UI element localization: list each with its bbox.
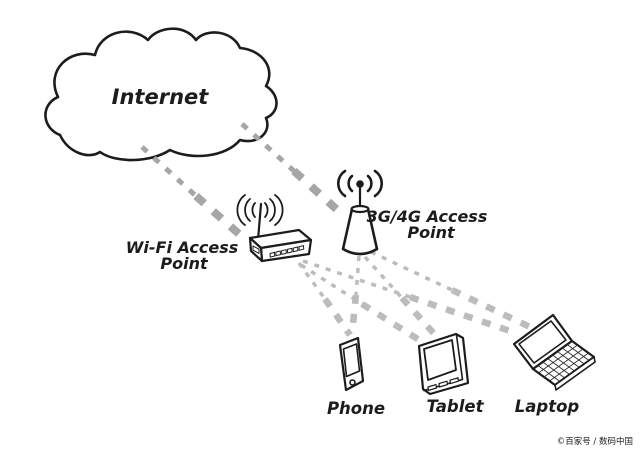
- dashed-link-segment: [297, 261, 327, 301]
- phone-home-button: [349, 379, 356, 386]
- connection-wifi-laptop: [302, 259, 518, 337]
- wifi-access-point: [236, 194, 313, 263]
- dashed-link-segment: [300, 263, 363, 306]
- connection-wifi-tablet: [300, 263, 426, 346]
- dashed-link-segment: [354, 255, 361, 296]
- dashed-link-segment: [193, 193, 250, 244]
- router-ports: [269, 245, 305, 258]
- dashed-link-segment: [363, 255, 404, 300]
- watermark: ©百家号 / 数码中国: [557, 436, 633, 447]
- phone-screen: [342, 343, 361, 378]
- wifi-ap-label-line1: Wi-Fi Access: [126, 238, 239, 257]
- laptop-device: [512, 313, 596, 391]
- dashed-link-segment: [370, 250, 453, 292]
- tablet-screen: [423, 339, 457, 381]
- dashed-link-segment: [450, 287, 534, 331]
- connection-cellular-phone: [348, 255, 361, 334]
- dashed-link-segment: [291, 168, 347, 219]
- phone-device: [338, 336, 365, 392]
- cellular-ap-label-line2: Point: [407, 223, 456, 242]
- phone-label: Phone: [327, 399, 385, 418]
- dashed-link-segment: [360, 301, 426, 346]
- dashed-link-segment: [408, 293, 518, 337]
- dashed-link-segment: [302, 259, 411, 299]
- internet-cloud: [44, 27, 278, 162]
- wifi-waves-icon: [236, 194, 284, 226]
- laptop-front-edge: [554, 356, 596, 391]
- dashed-link-segment: [140, 145, 198, 198]
- connection-wifi-phone: [297, 261, 353, 337]
- laptop-label: Laptop: [515, 397, 580, 416]
- tower-antenna-tip: [356, 180, 364, 188]
- connection-cellular-tablet: [363, 255, 441, 341]
- connection-cellular-laptop: [370, 250, 534, 331]
- tower-body: [341, 207, 379, 256]
- laptop-screen: [518, 320, 567, 364]
- cellular-waves-icon: [336, 169, 384, 198]
- device-lines: [297, 250, 534, 346]
- internet-label: Internet: [112, 85, 210, 109]
- dashed-link-segment: [348, 294, 360, 334]
- connection-internet-cellular: [240, 122, 347, 219]
- uplink-lines: [140, 122, 347, 244]
- dashed-link-segment: [399, 295, 441, 341]
- router-side-port: [252, 245, 260, 254]
- router-antenna: [256, 202, 263, 242]
- dashed-link-segment: [240, 122, 296, 173]
- tower-top: [350, 204, 370, 214]
- cellular-access-point: [336, 169, 384, 256]
- tablet-buttons: [427, 377, 459, 391]
- laptop-keyboard-grid: [537, 344, 590, 382]
- cellular-ap-label-line1: 3G/4G Access: [367, 207, 488, 226]
- wifi-ap-label-line2: Point: [160, 254, 209, 273]
- dashed-link-segment: [322, 297, 353, 337]
- connection-internet-wifi: [140, 145, 250, 244]
- tablet-label: Tablet: [427, 397, 485, 416]
- cloud-shape: [44, 27, 278, 162]
- tablet-device: [417, 332, 470, 396]
